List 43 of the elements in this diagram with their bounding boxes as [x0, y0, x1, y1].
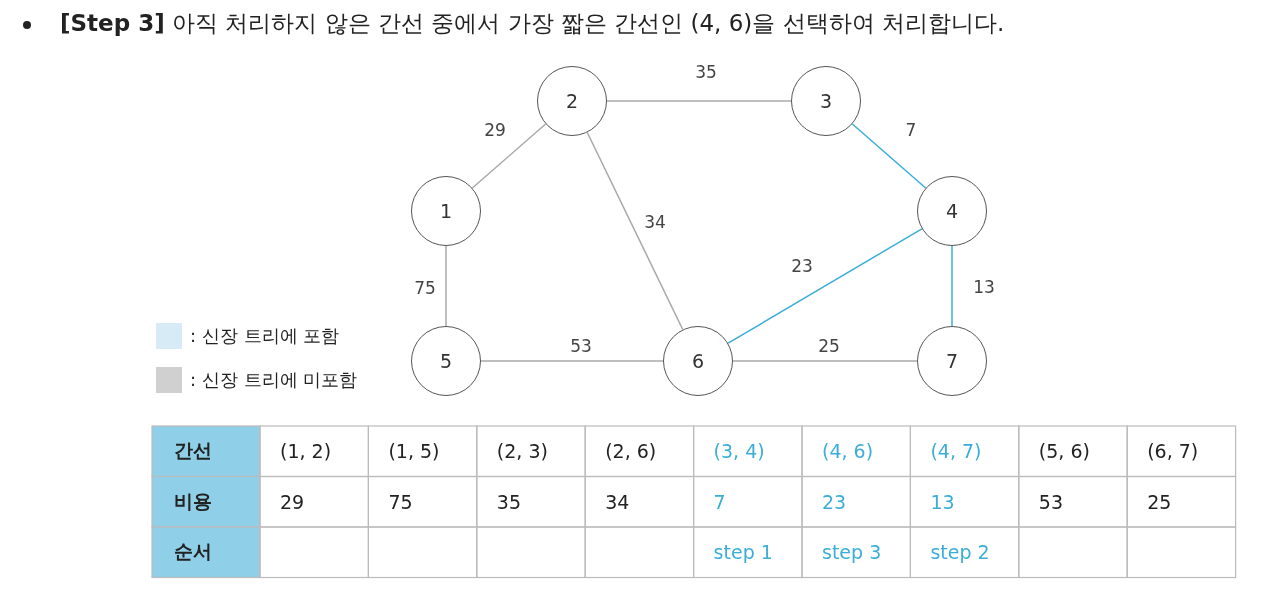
- title-text: [Step 3] 아직 처리하지 않은 간선 중에서 가장 짧은 간선인 (4, 6)을 선택하여 처리합니다.: [60, 9, 1005, 38]
- node-label: 4: [945, 200, 959, 222]
- graph-edge: [732, 360, 918, 362]
- cell-text: 25: [1147, 490, 1172, 513]
- cell-text: 13: [930, 490, 955, 513]
- cell-text: 35: [496, 490, 521, 513]
- cell-text: 34: [605, 490, 630, 513]
- cell-text: (6, 7): [1147, 440, 1199, 463]
- cell-text: step 2: [930, 541, 990, 564]
- cell-text: (4, 7): [930, 440, 982, 463]
- node-label: 7: [945, 350, 959, 372]
- cell-text: (4, 6): [822, 440, 874, 463]
- cell-text: (1, 2): [280, 440, 332, 463]
- cell-text: 29: [280, 490, 305, 513]
- graph-edge: [471, 123, 547, 189]
- cell-text: (1, 5): [388, 440, 440, 463]
- row-header: 비용: [174, 488, 212, 514]
- cell-text: (2, 6): [605, 440, 657, 463]
- row-header: 순서: [174, 539, 212, 565]
- graph-edge: [727, 228, 923, 344]
- cell-text: (5, 6): [1038, 440, 1090, 463]
- cell-text: 23: [822, 490, 847, 513]
- node-label: 2: [565, 90, 579, 112]
- graph-edge: [586, 131, 684, 331]
- legend-text: : 신장 트리에 포함: [190, 324, 340, 348]
- legend-text: : 신장 트리에 미포함: [190, 368, 358, 392]
- node-label: 1: [439, 200, 453, 222]
- graph-edge: [606, 100, 792, 102]
- graph-edge: [480, 360, 664, 362]
- row-header: 간선: [174, 438, 212, 464]
- cell-text: (3, 4): [713, 440, 765, 463]
- cell-text: step 3: [822, 541, 882, 564]
- cell-text: 7: [713, 490, 726, 513]
- cell-text: step 1: [713, 541, 773, 564]
- node-label: 3: [819, 90, 833, 112]
- graph-edge: [951, 245, 953, 327]
- node-label: 5: [439, 350, 453, 372]
- cell-text: 75: [388, 490, 413, 513]
- node-label: 6: [691, 350, 705, 372]
- graph-edge: [851, 123, 927, 189]
- cell-text: (2, 3): [496, 440, 548, 463]
- graph-edge: [445, 245, 447, 327]
- cell-text: 53: [1038, 490, 1063, 513]
